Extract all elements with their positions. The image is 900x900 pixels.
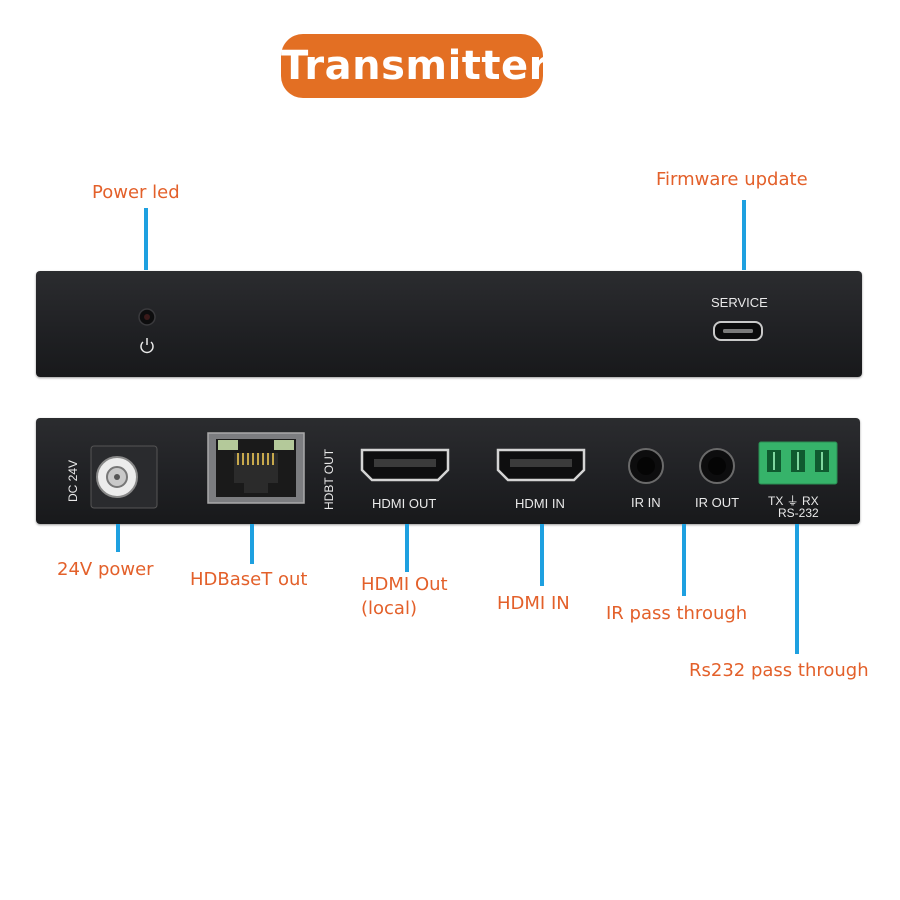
callout-hdmi-out: HDMI Out (361, 574, 448, 595)
rear-panel: DC 24V HDBT OUT HDMI OUT HDMI IN IR IN (36, 418, 860, 524)
front-panel: SERVICE (36, 271, 862, 377)
callout-hdmi-out-local: (local) (361, 598, 417, 619)
callout-hdmi-in: HDMI IN (497, 593, 570, 614)
callout-rs232-pass: Rs232 pass through (689, 660, 869, 681)
ir-out-jack-icon[interactable] (697, 446, 737, 486)
leader-rs232 (795, 524, 799, 654)
power-led-group (138, 308, 156, 354)
terminal-block-icon[interactable] (758, 441, 839, 486)
power-icon (140, 338, 154, 354)
hdbt-out-label: HDBT OUT (322, 448, 336, 510)
leader-power-led (144, 208, 148, 270)
leader-dc-power (116, 524, 120, 552)
leader-hdmi-in (540, 524, 544, 586)
callout-power-led: Power led (92, 182, 180, 203)
callout-firmware-update: Firmware update (656, 169, 808, 190)
rj45-port-icon[interactable] (207, 432, 308, 505)
callout-hdbaset-out: HDBaseT out (190, 569, 308, 590)
callout-24v-power: 24V power (57, 559, 154, 580)
leader-ir (682, 524, 686, 596)
title-badge: Transmitter (281, 34, 548, 98)
callout-ir-pass: IR pass through (606, 603, 748, 624)
dc-24v-label: DC 24V (66, 459, 80, 502)
service-label: SERVICE (711, 295, 768, 310)
micro-usb-port-icon[interactable] (713, 321, 765, 343)
hdmi-in-port-icon[interactable] (496, 448, 588, 484)
leader-hdbaset (250, 524, 254, 564)
leader-hdmi-out (405, 524, 409, 572)
dc-jack-icon[interactable] (90, 445, 159, 509)
leader-firmware-update (742, 200, 746, 270)
rs232-label: RS-232 (778, 506, 819, 520)
hdmi-out-port-icon[interactable] (360, 448, 452, 484)
hdmi-out-label: HDMI OUT (372, 496, 437, 511)
rs232-pins-label: TX ⏚ RX (768, 494, 819, 508)
hdmi-in-label: HDMI IN (515, 496, 565, 511)
ir-out-label: IR OUT (695, 495, 740, 510)
ir-in-label: IR IN (631, 495, 661, 510)
ir-in-jack-icon[interactable] (626, 446, 666, 486)
